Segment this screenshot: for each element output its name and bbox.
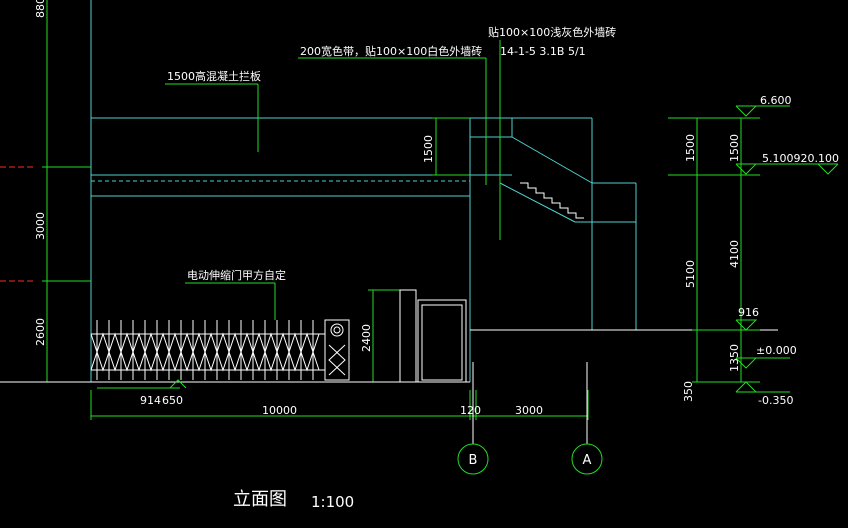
axis-a-circle (571, 443, 603, 475)
dim-left-low: 2600 (34, 318, 47, 346)
drawing-scale: 1:100 (311, 493, 354, 511)
elev-zero: ±0.000 (756, 344, 797, 357)
elev-below: -0.350 (758, 394, 793, 407)
dim-right-4100: 4100 (728, 240, 741, 268)
dim-right-1350: 1350 (728, 344, 741, 372)
axis-b-label: B (469, 453, 478, 468)
dim-bottom-10000: 10000 (262, 404, 297, 417)
elev-mid: 5.100920.100 (762, 152, 839, 165)
telescopic-gate (90, 289, 467, 383)
canopy-note: 1500高混凝土拦板 (167, 69, 261, 83)
axis-b-circle (457, 443, 489, 475)
drawing-title: 立面图 (233, 489, 287, 510)
elev-ground-ref: 916 (738, 306, 759, 319)
dim-canopy: 1500 (422, 135, 435, 163)
elevation-markers (169, 105, 839, 393)
dim-right-5100: 5100 (684, 260, 697, 288)
stair-steps (520, 182, 584, 219)
dim-bottom-914: 914 (140, 394, 161, 407)
red-marks (0, 166, 35, 282)
building-outlines (90, 0, 778, 382)
axis-a-label: A (583, 453, 592, 468)
dimension-lines (42, 0, 760, 444)
dim-left-mid: 3000 (34, 212, 47, 240)
dim-bottom-3000: 3000 (515, 404, 543, 417)
band-note: 200宽色带，贴100×100白色外墙砖 (300, 44, 482, 58)
gate-note: 电动伸缩门甲方自定 (187, 268, 286, 282)
dim-right-1500a: 1500 (684, 134, 697, 162)
ref-note: 14-1-5 3.1B 5/1 (500, 45, 586, 58)
dim-door: 2400 (360, 324, 373, 352)
elev-top: 6.600 (760, 94, 792, 107)
dim-left-top: 880 (34, 0, 47, 18)
tile-note: 贴100×100浅灰色外墙砖 (488, 25, 616, 39)
dim-bottom-120: 120 (460, 404, 481, 417)
dim-right-1500b: 1500 (728, 134, 741, 162)
dim-bottom-650: 650 (162, 394, 183, 407)
dim-right-350: 350 (682, 381, 695, 402)
